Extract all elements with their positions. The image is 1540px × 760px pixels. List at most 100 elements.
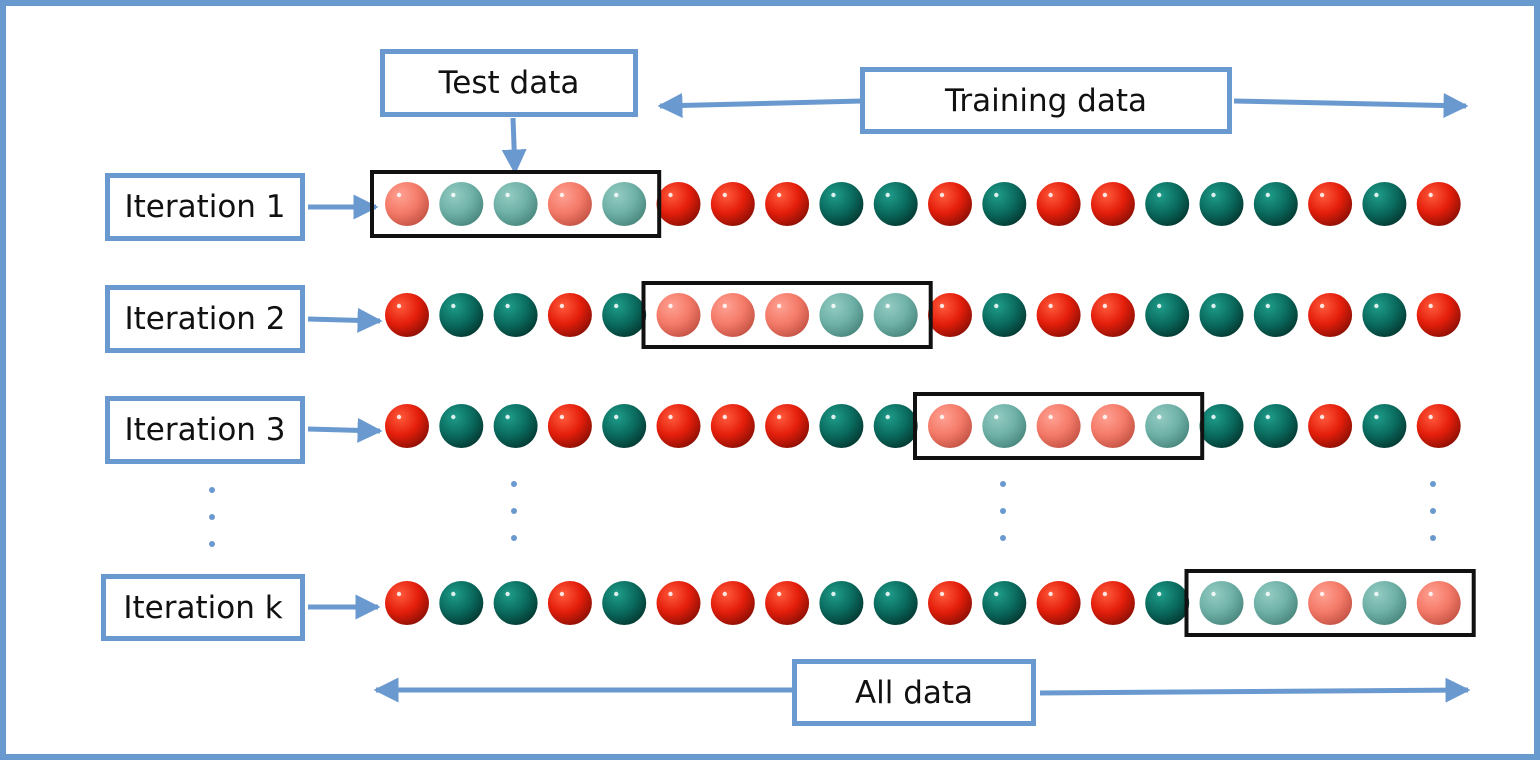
point-highlight — [776, 192, 782, 198]
data-row — [385, 569, 1476, 637]
training-data-point — [1036, 581, 1081, 625]
point-highlight — [1319, 192, 1325, 198]
point-highlight — [1319, 591, 1325, 597]
point-highlight — [1157, 591, 1162, 597]
point-highlight — [939, 192, 945, 198]
point-highlight — [451, 414, 456, 420]
training-data-point — [1145, 293, 1190, 337]
test-data-point — [493, 182, 538, 226]
iteration-label: Iteration 3 — [105, 396, 305, 464]
test-data-arrow — [501, 117, 527, 175]
point-highlight — [1102, 303, 1108, 309]
point-highlight — [1157, 414, 1162, 420]
point-highlight — [1374, 591, 1379, 597]
point-highlight — [1428, 591, 1433, 597]
iteration-label-text: Iteration k — [123, 589, 283, 626]
point-highlight — [614, 591, 619, 597]
point-highlight — [1211, 303, 1216, 309]
point-highlight — [1428, 303, 1433, 309]
training-data-point — [1308, 293, 1353, 337]
training-data-point — [602, 293, 647, 337]
iteration-arrow — [307, 417, 383, 443]
training-data-point — [710, 581, 755, 625]
point-highlight — [505, 192, 510, 198]
test-data-point — [819, 293, 864, 337]
point-highlight — [885, 591, 890, 597]
training-data-point — [982, 581, 1027, 625]
training-data-point — [1090, 293, 1135, 337]
point-highlight — [1319, 414, 1325, 420]
point-highlight — [451, 303, 456, 309]
training-data-point — [982, 182, 1027, 226]
training-data-point — [1090, 581, 1135, 625]
training-data-label: Training data — [860, 67, 1232, 134]
point-highlight — [885, 192, 890, 198]
training-data-point — [1036, 293, 1081, 337]
training-data-point — [493, 404, 538, 448]
point-highlight — [1265, 414, 1271, 420]
point-highlight — [668, 192, 673, 198]
training-data-point — [873, 404, 918, 448]
iteration-label: Iteration 1 — [105, 173, 305, 241]
training-data-point — [1145, 182, 1190, 226]
point-highlight — [939, 591, 945, 597]
point-highlight — [885, 303, 890, 309]
point-highlight — [831, 414, 836, 420]
training-data-point — [765, 581, 810, 625]
ellipsis-right — [1430, 481, 1436, 541]
training-data-point — [1253, 182, 1298, 226]
data-row — [385, 392, 1461, 460]
training-data-point — [656, 182, 701, 226]
point-highlight — [1374, 414, 1379, 420]
iteration-label-text: Iteration 3 — [124, 412, 286, 448]
test-data-point — [547, 182, 592, 226]
point-highlight — [1265, 591, 1271, 597]
point-highlight — [1102, 591, 1108, 597]
test-data-point — [873, 293, 918, 337]
point-highlight — [451, 591, 456, 597]
point-highlight — [776, 303, 782, 309]
training-data-text: Training data — [945, 82, 1147, 119]
training-data-point — [1253, 293, 1298, 337]
point-highlight — [994, 591, 999, 597]
training-data-point — [1362, 182, 1407, 226]
test-data-point — [1090, 404, 1135, 448]
all-data-label: All data — [792, 659, 1036, 726]
ellipsis-middle — [1000, 481, 1006, 541]
training-data-point — [547, 293, 592, 337]
iteration-rows — [370, 170, 1476, 637]
iteration-label-text: Iteration 2 — [124, 301, 286, 337]
test-data-text: Test data — [438, 65, 580, 101]
training-data-point — [1199, 182, 1244, 226]
training-data-point — [385, 293, 429, 337]
diagram-canvas — [209, 92, 1476, 703]
training-data-point — [602, 404, 647, 448]
training-data-point — [1308, 182, 1353, 226]
training-data-point — [1362, 404, 1407, 448]
test-fold-frame — [641, 281, 933, 349]
iteration-label: Iteration 2 — [105, 285, 305, 353]
training-data-point — [1199, 293, 1244, 337]
point-highlight — [668, 414, 673, 420]
point-highlight — [559, 303, 565, 309]
training-data-point — [602, 581, 647, 625]
point-highlight — [722, 414, 727, 420]
point-highlight — [722, 591, 727, 597]
training-data-point — [710, 404, 755, 448]
point-highlight — [994, 414, 999, 420]
all-data-arrow-right — [1039, 677, 1471, 703]
test-fold-frame — [370, 170, 662, 238]
point-highlight — [831, 303, 836, 309]
point-highlight — [939, 414, 945, 420]
training-data-point — [439, 293, 484, 337]
training-data-point — [547, 404, 592, 448]
training-data-point — [819, 404, 864, 448]
training-data-point — [819, 581, 864, 625]
training-data-point — [656, 581, 701, 625]
point-highlight — [994, 303, 999, 309]
point-highlight — [1428, 414, 1433, 420]
test-data-point — [1416, 581, 1461, 625]
test-data-point — [1362, 581, 1407, 625]
training-data-point — [928, 182, 972, 226]
